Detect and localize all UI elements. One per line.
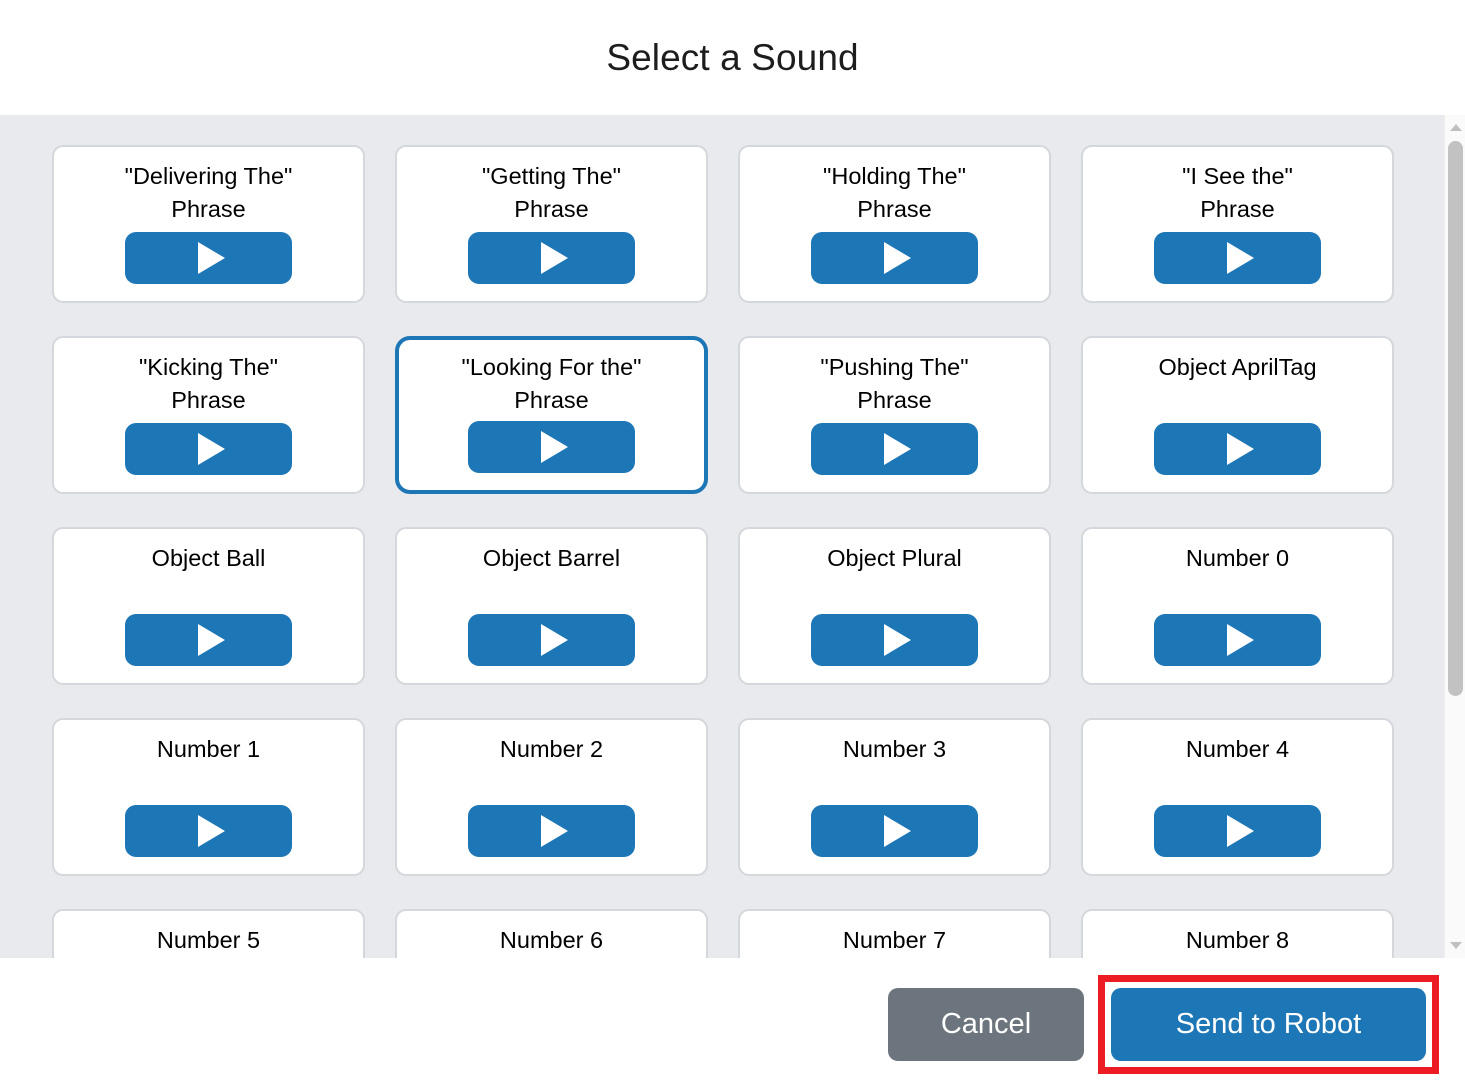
- play-icon: [197, 624, 225, 656]
- scroll-up-button[interactable]: [1445, 117, 1465, 138]
- sound-card[interactable]: Object AprilTag: [1081, 336, 1394, 494]
- sound-card[interactable]: "Pushing The" Phrase: [738, 336, 1051, 494]
- play-sound-button[interactable]: [811, 614, 978, 666]
- play-icon: [883, 624, 911, 656]
- sound-card[interactable]: Number 5: [52, 909, 365, 958]
- play-icon: [197, 815, 225, 847]
- sound-card[interactable]: Number 0: [1081, 527, 1394, 685]
- sound-card[interactable]: Number 1: [52, 718, 365, 876]
- sound-card-label: "Kicking The" Phrase: [138, 354, 279, 413]
- sound-card[interactable]: Object Plural: [738, 527, 1051, 685]
- sound-card-label: Number 0: [1185, 545, 1290, 571]
- play-sound-button[interactable]: [468, 805, 635, 857]
- sound-card-label: Object AprilTag: [1158, 354, 1317, 380]
- sound-card-label: Number 6: [499, 927, 604, 953]
- play-sound-button[interactable]: [811, 232, 978, 284]
- play-sound-button[interactable]: [468, 421, 635, 473]
- sound-card-label: Number 8: [1185, 927, 1290, 953]
- play-icon: [197, 433, 225, 465]
- play-sound-button[interactable]: [125, 614, 292, 666]
- sound-card[interactable]: Number 7: [738, 909, 1051, 958]
- sound-card[interactable]: Number 4: [1081, 718, 1394, 876]
- sound-list-region: "Delivering The" Phrase "Getting The" Phr…: [0, 115, 1465, 958]
- play-sound-button[interactable]: [125, 232, 292, 284]
- play-icon: [1226, 433, 1254, 465]
- play-sound-button[interactable]: [1154, 614, 1321, 666]
- sound-card-label: Number 1: [156, 736, 261, 762]
- sound-card-label: Number 4: [1185, 736, 1290, 762]
- vertical-scrollbar[interactable]: [1444, 115, 1465, 958]
- send-to-robot-highlight: Send to Robot: [1098, 975, 1439, 1074]
- play-sound-button[interactable]: [1154, 232, 1321, 284]
- play-sound-button[interactable]: [1154, 805, 1321, 857]
- play-icon: [540, 624, 568, 656]
- send-to-robot-button[interactable]: Send to Robot: [1111, 988, 1426, 1061]
- play-icon: [883, 815, 911, 847]
- play-icon: [883, 242, 911, 274]
- sound-card-label: "Looking For the" Phrase: [461, 354, 642, 413]
- play-sound-button[interactable]: [125, 805, 292, 857]
- chevron-down-icon: [1449, 942, 1462, 949]
- sound-card-label: Object Barrel: [482, 545, 621, 571]
- play-icon: [883, 433, 911, 465]
- play-icon: [540, 815, 568, 847]
- sound-card[interactable]: Number 8: [1081, 909, 1394, 958]
- dialog-footer: Cancel Send to Robot: [0, 958, 1465, 1091]
- sound-card-label: Object Ball: [151, 545, 266, 571]
- play-sound-button[interactable]: [468, 614, 635, 666]
- play-sound-button[interactable]: [811, 423, 978, 475]
- sound-card-label: "Delivering The" Phrase: [124, 163, 293, 222]
- sound-card[interactable]: Number 3: [738, 718, 1051, 876]
- play-sound-button[interactable]: [125, 423, 292, 475]
- dialog-header: Select a Sound: [0, 0, 1465, 115]
- sound-card[interactable]: Number 2: [395, 718, 708, 876]
- scroll-viewport[interactable]: "Delivering The" Phrase "Getting The" Phr…: [0, 115, 1444, 958]
- sound-card[interactable]: Object Barrel: [395, 527, 708, 685]
- play-icon: [540, 431, 568, 463]
- sound-card[interactable]: "Kicking The" Phrase: [52, 336, 365, 494]
- sound-card[interactable]: "Delivering The" Phrase: [52, 145, 365, 303]
- sound-card[interactable]: "I See the" Phrase: [1081, 145, 1394, 303]
- scrollbar-thumb[interactable]: [1448, 141, 1463, 696]
- play-sound-button[interactable]: [811, 805, 978, 857]
- sound-card-grid: "Delivering The" Phrase "Getting The" Phr…: [0, 115, 1420, 958]
- sound-card-label: Number 7: [842, 927, 947, 953]
- sound-card[interactable]: "Holding The" Phrase: [738, 145, 1051, 303]
- cancel-button[interactable]: Cancel: [888, 988, 1084, 1061]
- page-title: Select a Sound: [606, 37, 859, 78]
- scroll-down-button[interactable]: [1445, 935, 1465, 956]
- sound-card-label: "I See the" Phrase: [1182, 163, 1293, 222]
- sound-card[interactable]: "Looking For the" Phrase: [395, 336, 708, 494]
- chevron-up-icon: [1449, 124, 1462, 131]
- sound-card-label: "Getting The" Phrase: [481, 163, 622, 222]
- sound-card-label: Number 3: [842, 736, 947, 762]
- play-icon: [1226, 242, 1254, 274]
- sound-card[interactable]: "Getting The" Phrase: [395, 145, 708, 303]
- play-sound-button[interactable]: [1154, 423, 1321, 475]
- sound-card-label: "Pushing The" Phrase: [820, 354, 969, 413]
- sound-card[interactable]: Object Ball: [52, 527, 365, 685]
- play-icon: [1226, 624, 1254, 656]
- sound-card-label: Object Plural: [827, 545, 962, 571]
- sound-card-label: Number 5: [156, 927, 261, 953]
- play-icon: [1226, 815, 1254, 847]
- play-icon: [197, 242, 225, 274]
- sound-card-label: Number 2: [499, 736, 604, 762]
- play-sound-button[interactable]: [468, 232, 635, 284]
- sound-card[interactable]: Number 6: [395, 909, 708, 958]
- sound-card-label: "Holding The" Phrase: [823, 163, 966, 222]
- play-icon: [540, 242, 568, 274]
